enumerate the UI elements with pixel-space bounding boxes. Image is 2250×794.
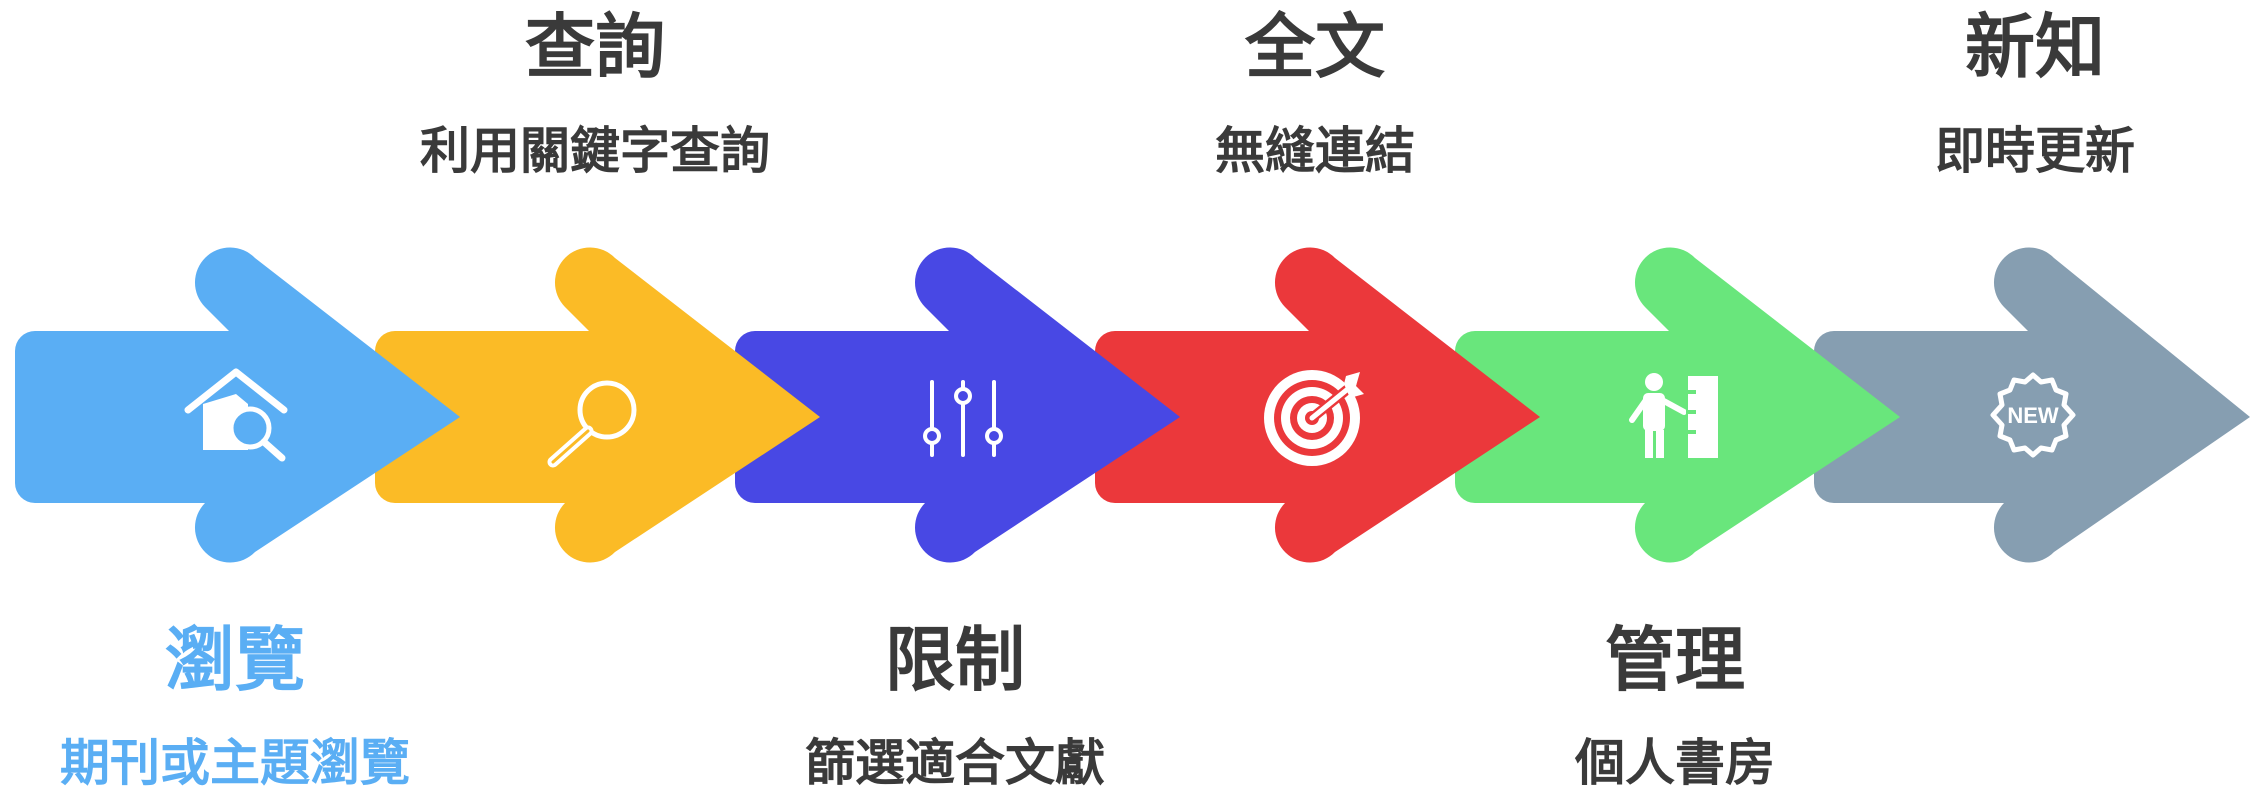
step-title-limit: 限制 [885, 619, 1025, 701]
step-subtitle-limit: 篩選適合文獻 [805, 734, 1105, 792]
arrow-step-manage [1455, 247, 1900, 563]
arrow-shape-manage [1455, 247, 1900, 563]
step-subtitle-browse: 期刊或主題瀏覽 [60, 734, 410, 792]
house-search-icon [184, 368, 288, 462]
arrow-step-query [375, 247, 820, 563]
arrow-shape-limit [735, 247, 1180, 563]
arrow-step-new: NEW [1814, 247, 2250, 563]
step-title-fulltext: 全文 [1245, 6, 1385, 88]
arrow-step-limit [735, 247, 1180, 563]
new-badge-text: NEW [2007, 403, 2059, 428]
person-bookshelf-icon [1629, 373, 1718, 458]
step-title-manage: 管理 [1605, 619, 1745, 701]
step-subtitle-manage: 個人書房 [1575, 734, 1775, 792]
step-subtitle-query: 利用關鍵字查詢 [420, 122, 770, 180]
arrow-step-fulltext [1095, 247, 1540, 563]
step-title-new: 新知 [1965, 6, 2105, 88]
step-title-browse: 瀏覽 [165, 619, 305, 701]
arrow-shape-new [1814, 247, 2250, 563]
magnifier-icon [547, 380, 637, 468]
arrow-step-browse [15, 247, 460, 563]
step-title-query: 查詢 [525, 6, 665, 88]
sliders-icon [923, 380, 1003, 457]
arrow-shape-query [375, 247, 820, 563]
step-subtitle-new: 即時更新 [1935, 122, 2135, 180]
target-icon [1264, 370, 1364, 466]
step-subtitle-fulltext: 無縫連結 [1215, 122, 1415, 180]
new-badge-icon: NEW [1990, 372, 2076, 458]
